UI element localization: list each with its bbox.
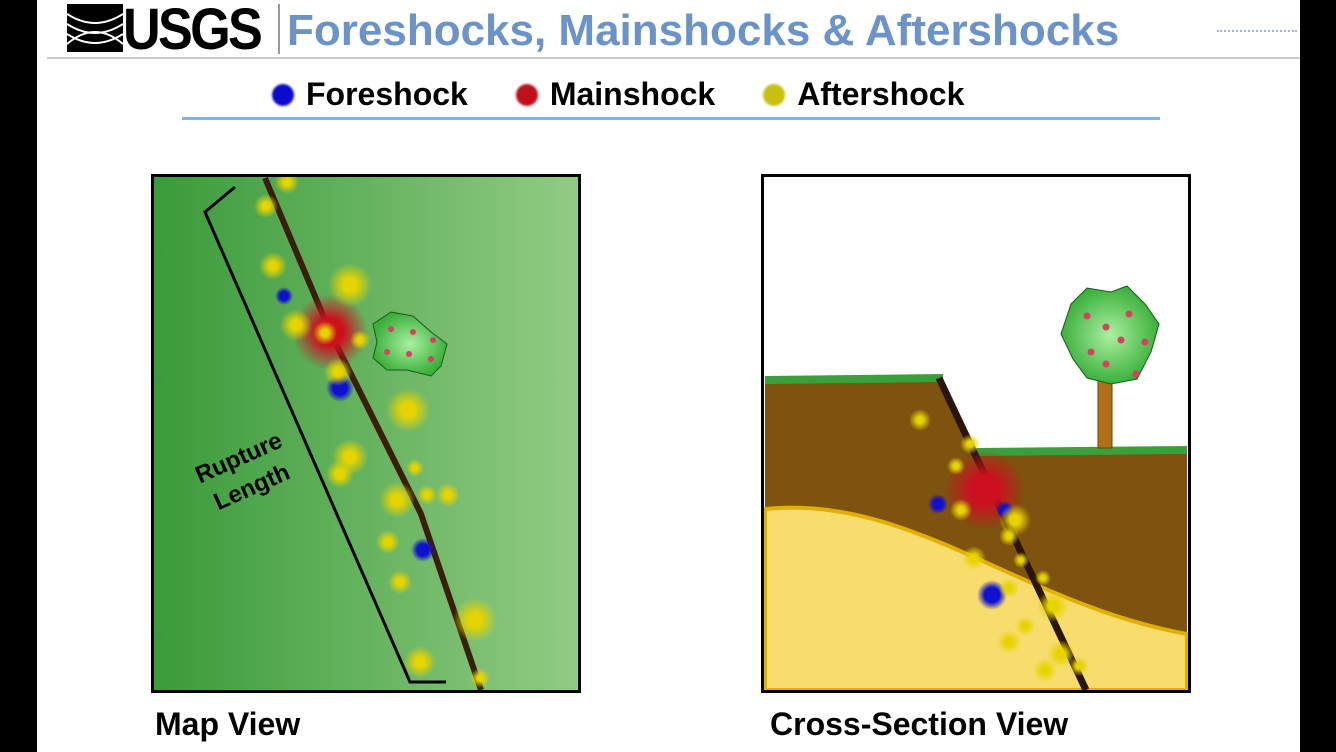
mainshock-dot-icon	[515, 83, 538, 106]
legend-rule	[182, 117, 1160, 120]
legend-aftershock: Aftershock	[763, 76, 964, 113]
usgs-wave-icon	[66, 4, 124, 52]
legend: Foreshock Mainshock Aftershock	[272, 76, 1012, 113]
aftershock-markers	[909, 409, 1089, 682]
slide-title: Foreshocks, Mainshocks & Aftershocks	[287, 6, 1120, 55]
cross-section-caption: Cross-Section View	[770, 706, 1069, 742]
sand-layer	[763, 505, 1189, 692]
cross-section-frame	[761, 174, 1191, 693]
map-frame	[151, 174, 581, 693]
fault-line	[262, 176, 484, 691]
map-view-caption: Map View	[155, 706, 301, 742]
header-rule	[47, 57, 1300, 59]
legend-mainshock: Mainshock	[515, 76, 715, 113]
aftershock-dot-icon	[763, 83, 786, 106]
tree-side-view	[1060, 285, 1160, 449]
legend-foreshock: Foreshock	[272, 76, 468, 113]
tree-top-view	[372, 311, 448, 377]
aftershock-markers	[254, 174, 497, 688]
dotted-line	[1217, 30, 1297, 32]
usgs-logo: USGS	[66, 0, 307, 62]
header-divider	[278, 4, 280, 54]
foreshock-dot-icon	[272, 83, 294, 106]
grass-left	[764, 374, 944, 384]
rupture-length-bracket	[203, 185, 446, 684]
grass-right	[973, 446, 1188, 456]
cross-section-panel	[761, 174, 1191, 693]
map-view-panel: Rupture Length	[151, 174, 581, 693]
